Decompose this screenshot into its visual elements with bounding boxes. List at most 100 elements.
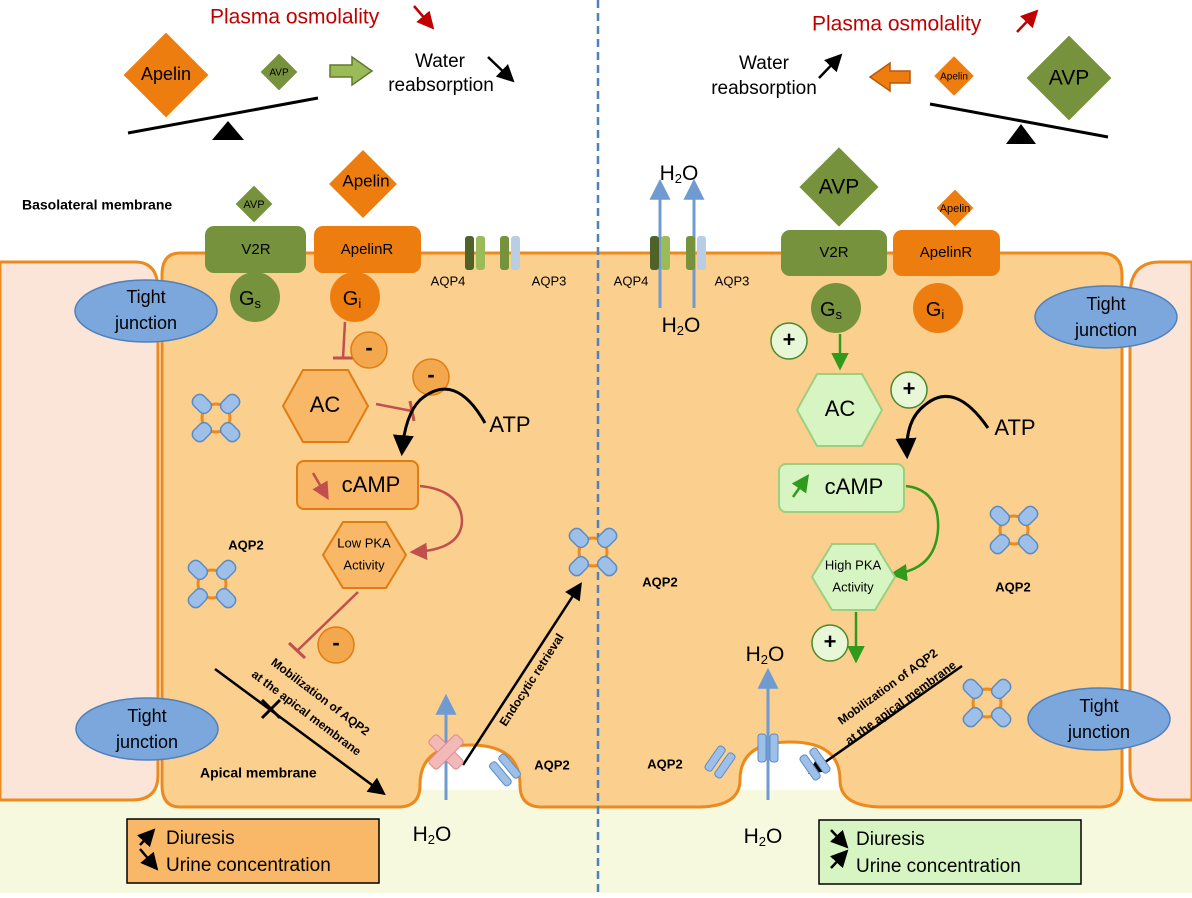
aqp4-channel-right xyxy=(650,236,670,270)
aqp2-apical-channel-right-3 xyxy=(799,747,831,781)
svg-text:Urine concentration: Urine concentration xyxy=(166,855,331,876)
svg-text:cAMP: cAMP xyxy=(825,474,884,499)
inhibition-line xyxy=(297,591,359,651)
gs-protein-right: Gs xyxy=(811,283,861,333)
left-arrow-icon xyxy=(868,61,911,93)
camp-to-pka-arrow xyxy=(889,484,940,582)
avp-diamond-right: AVP xyxy=(1026,35,1112,121)
apelin-diamond-left: Apelin xyxy=(123,32,209,118)
svg-text:V2R: V2R xyxy=(241,241,270,258)
svg-text:Apelin: Apelin xyxy=(342,171,389,190)
h2o-label: H2O xyxy=(746,643,785,668)
apelin-ligand-left: Apelin xyxy=(329,150,397,218)
aqp4-channel-left xyxy=(465,236,485,270)
svg-text:Tight: Tight xyxy=(1086,294,1125,314)
neighbor-cell-left xyxy=(0,260,160,802)
svg-text:+: + xyxy=(824,629,837,654)
avp-diamond-left: AVP xyxy=(260,53,298,91)
ac-enzyme-right: AC xyxy=(795,373,884,447)
plus-sign-2: + xyxy=(890,371,928,409)
aqp3-label-left: AQP3 xyxy=(532,273,567,288)
svg-text:Gs: Gs xyxy=(239,288,262,311)
svg-text:ApelinR: ApelinR xyxy=(920,244,973,261)
tight-junction-right-top: Tight junction xyxy=(1034,285,1178,349)
svg-text:Activity: Activity xyxy=(343,557,385,572)
v2r-receptor-left: V2R xyxy=(205,226,306,273)
svg-text:High PKA: High PKA xyxy=(825,557,882,572)
endocytic-arrow xyxy=(461,582,582,766)
aqp3-channel-left xyxy=(500,236,520,270)
aqp2-label: AQP2 xyxy=(647,756,682,771)
neighbor-cell-right xyxy=(1128,260,1192,802)
svg-text:Apelin: Apelin xyxy=(141,64,191,84)
svg-text:ApelinR: ApelinR xyxy=(341,241,394,258)
aqp2-label: AQP2 xyxy=(995,579,1030,594)
avp-ligand-left: AVP xyxy=(235,185,273,223)
svg-text:Gi: Gi xyxy=(926,299,945,322)
apelinr-receptor-left: ApelinR xyxy=(314,226,421,273)
reabsorption-label-left: reabsorption xyxy=(388,75,494,96)
svg-text:AVP: AVP xyxy=(819,176,859,199)
increase-arrow-icon xyxy=(818,53,843,79)
svg-text:-: - xyxy=(365,335,372,360)
decrease-arrow-icon xyxy=(487,56,515,83)
tight-junction-left-top: Tight junction xyxy=(74,279,218,343)
h2o-label: H2O xyxy=(413,823,452,848)
decrease-arrow-icon xyxy=(830,829,849,849)
water-label-left: Water xyxy=(415,51,466,72)
svg-text:AVP: AVP xyxy=(1049,67,1089,90)
balance-beam-right xyxy=(929,102,1109,139)
plasma-osmolality-right: Plasma osmolality xyxy=(812,13,982,36)
svg-text:Activity: Activity xyxy=(832,579,874,594)
water-label-right: Water xyxy=(739,53,790,74)
tight-junction-right-bottom: Tight junction xyxy=(1027,687,1171,751)
atp-label-left: ATP xyxy=(489,412,530,437)
svg-text:Gi: Gi xyxy=(343,288,362,311)
tight-junction-left-bottom: Tight junction xyxy=(75,697,219,761)
svg-text:Tight: Tight xyxy=(127,706,166,726)
svg-text:+: + xyxy=(783,327,796,352)
svg-text:AVP: AVP xyxy=(269,68,289,79)
aqp2-label: AQP2 xyxy=(228,537,263,552)
apical-membrane-label: Apical membrane xyxy=(200,765,317,781)
svg-text:-: - xyxy=(427,362,434,387)
right-arrow-icon xyxy=(329,55,374,87)
aqp2-apical-channel-right-2 xyxy=(757,733,779,763)
svg-text:Diuresis: Diuresis xyxy=(166,828,235,849)
svg-text:cAMP: cAMP xyxy=(342,472,401,497)
h2o-label: H2O xyxy=(660,162,699,187)
aqp4-label-left: AQP4 xyxy=(431,273,466,288)
plasma-osmolality-left: Plasma osmolality xyxy=(210,6,380,29)
aqp2-apical-channel-left xyxy=(489,753,521,787)
minus-sign-2: - xyxy=(412,358,450,396)
svg-text:Gs: Gs xyxy=(820,299,843,322)
svg-text:Low PKA: Low PKA xyxy=(337,535,391,550)
aqp2-label: AQP2 xyxy=(642,574,677,589)
svg-text:AC: AC xyxy=(310,392,341,417)
high-pka-hexagon: High PKA Activity xyxy=(810,543,897,611)
decrease-arrow-icon xyxy=(311,472,329,501)
mobilization-arrow-right xyxy=(808,664,963,775)
v2r-receptor-right: V2R xyxy=(781,230,887,276)
inhibition-bar xyxy=(287,641,307,660)
svg-text:Apelin: Apelin xyxy=(940,203,971,215)
low-pka-hexagon: Low PKA Activity xyxy=(321,521,408,589)
camp-to-pka-arrow xyxy=(409,484,464,561)
aqp3-channel-right xyxy=(686,236,706,270)
svg-text:AC: AC xyxy=(825,396,856,421)
atp-conversion-arrow xyxy=(895,395,990,460)
camp-box-left: cAMP xyxy=(296,460,419,510)
blocked-x-icon xyxy=(260,698,282,720)
fulcrum-icon xyxy=(212,121,244,140)
gi-protein-left: Gi xyxy=(330,272,380,322)
svg-text:V2R: V2R xyxy=(819,244,848,261)
minus-sign-1: - xyxy=(350,331,388,369)
svg-text:Diuresis: Diuresis xyxy=(856,829,925,850)
blocked-channel-icon xyxy=(428,734,464,770)
ac-enzyme-left: AC xyxy=(281,369,370,443)
fulcrum-icon xyxy=(1006,124,1036,144)
svg-text:junction: junction xyxy=(1067,722,1130,742)
balance-beam-left xyxy=(127,96,319,135)
